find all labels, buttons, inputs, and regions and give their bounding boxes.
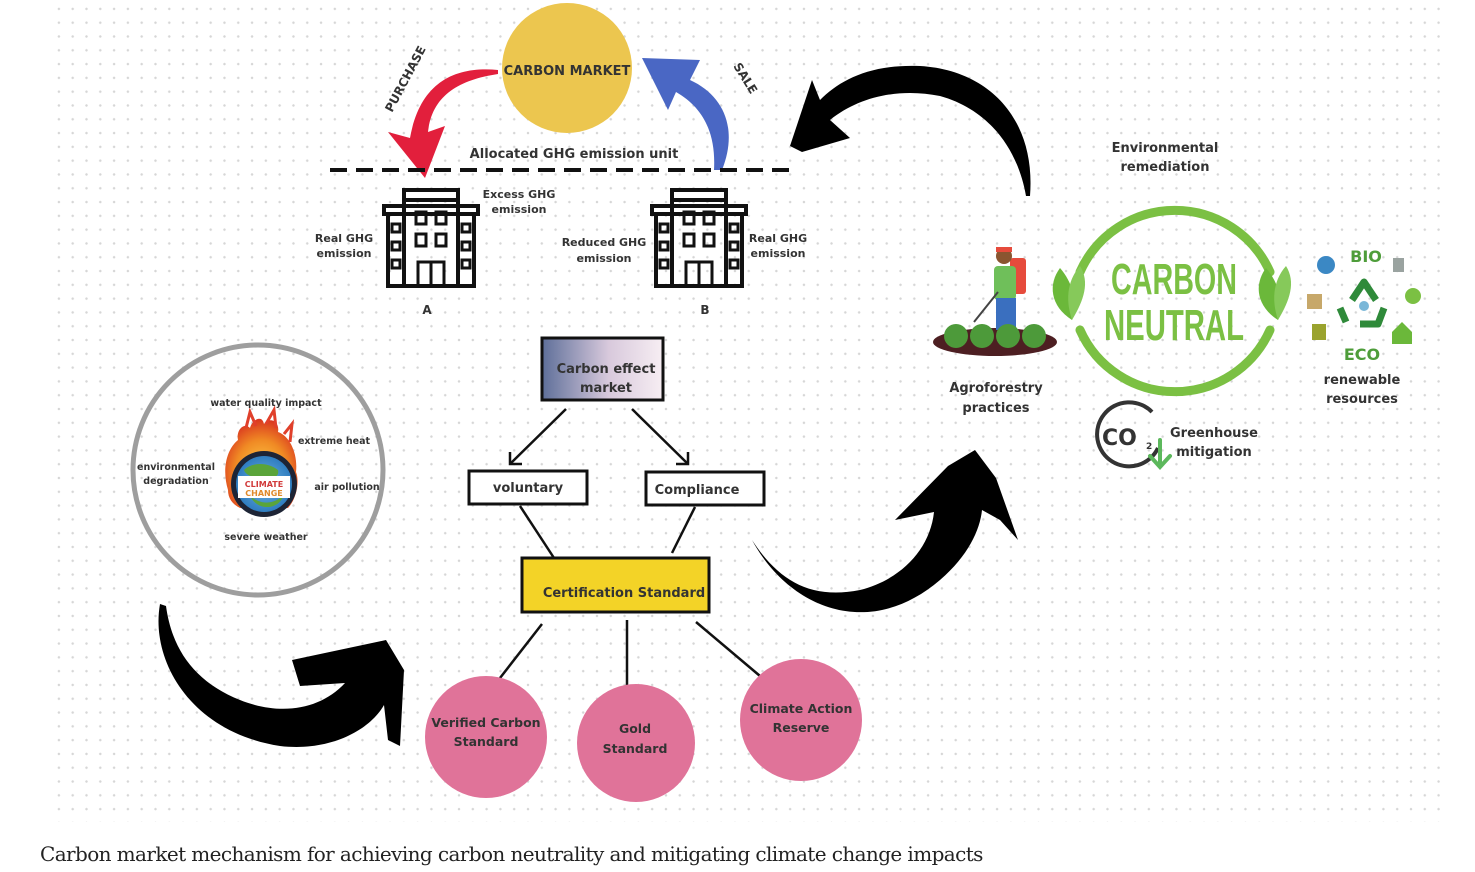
certification-standard-box [520,556,711,614]
excess-emission-line2: emission [492,203,547,216]
leaf-right-icon [1258,266,1292,320]
company-a-real-emission-line2: emission [317,247,372,260]
company-b-real-emission-line2: emission [751,247,806,260]
standard-car-line2: Reserve [773,720,830,735]
bag-icon [1307,294,1322,309]
middle-curved-arrow [752,450,1018,613]
reduced-emission-line1: Reduced GHG [562,236,647,249]
house-leaf-icon [1392,322,1412,344]
standard-vcs-line1: Verified Carbon [431,715,540,730]
allocated-line-label: Allocated GHG emission unit [470,147,679,162]
carbon-market-circle [502,3,632,133]
reduced-emission-line2: emission [577,252,632,265]
compliance-label: Compliance [655,483,740,498]
top-right-curved-arrow [790,65,1031,197]
renewable-resources-icon: BIO ECO [1307,247,1421,364]
impact-air-pollution: air pollution [314,482,380,493]
agroforestry-line1: Agroforestry [949,381,1043,396]
co2-subscript: 2 [1146,442,1152,452]
impact-environmental-degradation-line1: environmental [137,462,215,473]
standard-gold-line1: Gold [619,721,651,736]
eco-label: ECO [1344,345,1380,364]
carbon-effect-market-line2: market [580,381,632,396]
sale-label: SALE [730,60,760,96]
climate-change-globe-icon: CLIMATE CHANGE [225,405,298,517]
standard-circle-gold [577,684,695,802]
branch-arrows [508,408,690,466]
certification-hierarchy: Carbon effect market voluntary Complianc… [425,336,862,802]
co2-label: CO [1102,426,1137,451]
climate-impacts-ring [130,342,386,598]
sale-arrow [642,58,729,170]
vcs-connector [499,623,543,679]
climate-change-section: CLIMATE CHANGE water quality impact extr… [130,342,386,598]
down-arrow-icon [1148,438,1172,470]
bottom-left-curved-arrow [158,604,404,747]
carbon-effect-market-line1: Carbon effect [557,362,656,377]
carbon-market-title: CARBON MARKET [504,64,631,79]
compliance-connector [670,506,697,554]
carbon-effect-market-box [540,336,665,402]
renewable-line2: resources [1326,392,1398,407]
greenhouse-line2: mitigation [1176,445,1252,460]
greenhouse-line1: Greenhouse [1170,426,1258,441]
co2-mitigation-icon: CO 2 [1095,400,1172,470]
voluntary-connector [518,505,556,559]
standard-car-line1: Climate Action [750,701,853,716]
carbon-neutral-line1: CARBON [1111,255,1237,304]
company-b-label: B [700,303,709,317]
renewable-line1: renewable [1324,373,1401,388]
carbon-neutral-section: Environmental remediation CARBON NEUTRAL [933,141,1421,470]
bin-icon [1393,258,1404,272]
figure-caption: Carbon market mechanism for achieving ca… [40,842,983,866]
certification-standard-label: Certification Standard [543,586,705,601]
standard-vcs-line2: Standard [454,734,519,749]
company-b-real-emission-line1: Real GHG [749,232,807,245]
company-a-label: A [422,303,432,317]
impact-water-quality: water quality impact [210,398,322,409]
globe-leaf-icon [1317,256,1335,274]
remediation-line2: remediation [1121,160,1210,175]
standard-gold-line2: Standard [603,741,668,756]
purchase-arrow [388,69,498,178]
climate-badge-line2: CHANGE [245,489,282,498]
bulb-icon [1405,288,1421,304]
car-connector [695,621,761,677]
building-a-icon [382,188,480,288]
dotted-background [48,0,1440,822]
standard-circle-vcs [425,676,547,798]
agroforestry-farmer-icon [933,247,1057,356]
recycle-icon [1336,278,1388,328]
standard-circle-car [740,659,862,781]
battery-icon [1312,324,1326,340]
climate-badge-line1: CLIMATE [245,480,283,489]
voluntary-box [467,469,589,506]
building-b-icon [650,188,748,288]
leaf-left-icon [1052,266,1086,320]
voluntary-label: voluntary [493,481,564,496]
carbon-neutral-line2: NEUTRAL [1104,301,1244,350]
compliance-box [644,470,766,507]
company-a-real-emission-line1: Real GHG [315,232,373,245]
carbon-market-section: CARBON MARKET PURCHASE SALE Allocated GH… [315,3,807,317]
impact-extreme-heat: extreme heat [298,436,371,447]
impact-severe-weather: severe weather [224,532,308,543]
agroforestry-line2: practices [962,401,1029,416]
bio-label: BIO [1350,247,1382,266]
remediation-line1: Environmental [1112,141,1219,156]
carbon-neutral-ring [1075,205,1275,397]
impact-environmental-degradation-line2: degradation [143,476,209,487]
excess-emission-line1: Excess GHG [483,188,556,201]
